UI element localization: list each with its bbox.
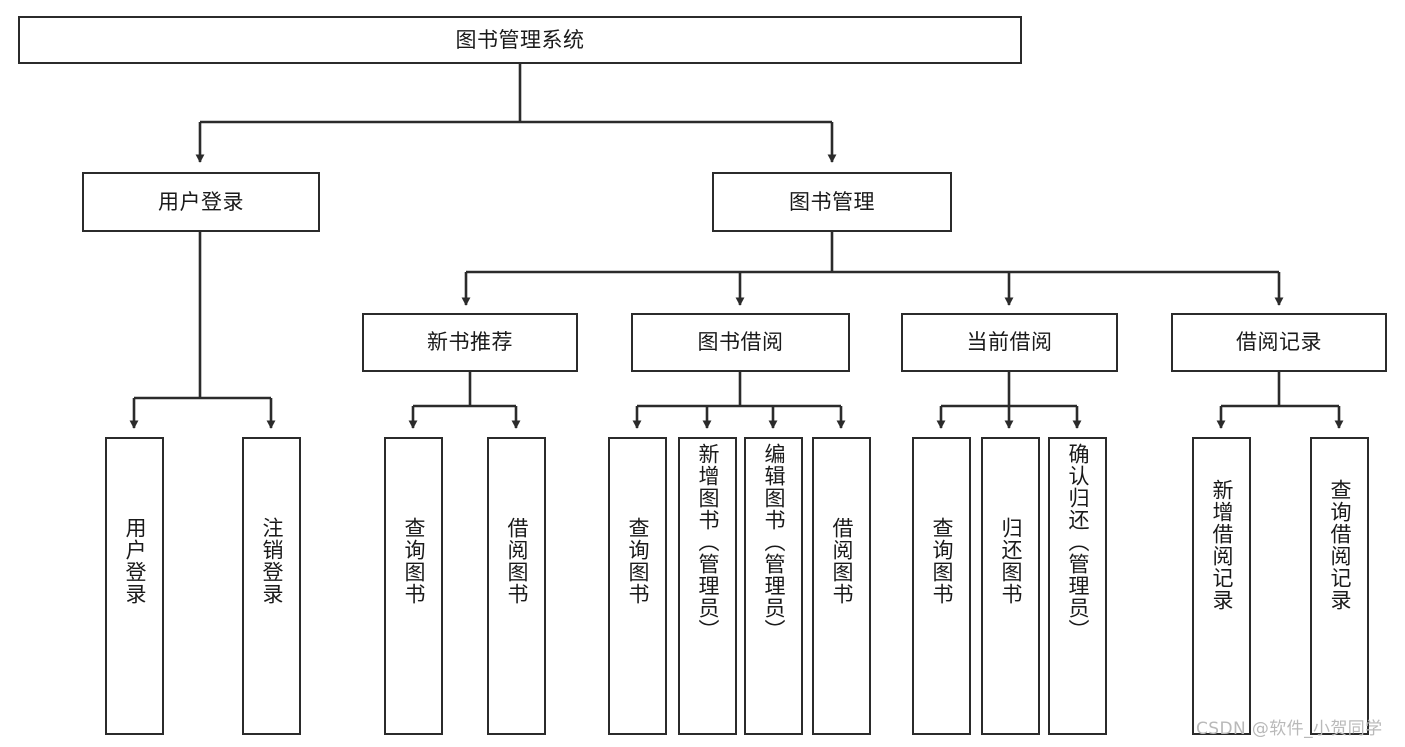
node-label: 当前借阅 xyxy=(966,330,1053,355)
leaf-add-book-admin[interactable]: 新增图书（管理员） xyxy=(678,437,737,735)
node-book-borrow[interactable]: 图书借阅 xyxy=(631,313,850,372)
node-label: 新增借阅记录 xyxy=(1210,479,1234,611)
node-label: 确认归还（管理员） xyxy=(1066,443,1090,641)
leaf-confirm-return-admin[interactable]: 确认归还（管理员） xyxy=(1048,437,1107,735)
node-label: 查询图书 xyxy=(402,517,426,605)
node-label: 借阅记录 xyxy=(1236,330,1322,355)
node-label: 用户登录 xyxy=(158,189,244,214)
node-label: 借阅图书 xyxy=(505,517,529,605)
node-label: 查询图书 xyxy=(626,517,650,605)
csdn-watermark: CSDN @软件_小贺同学 xyxy=(1196,719,1383,739)
node-label: 查询图书 xyxy=(930,517,954,605)
leaf-query-borrow-record[interactable]: 查询借阅记录 xyxy=(1310,437,1369,735)
leaf-edit-book-admin[interactable]: 编辑图书（管理员） xyxy=(744,437,803,735)
node-book-manage[interactable]: 图书管理 xyxy=(712,172,952,232)
leaf-user-login[interactable]: 用户登录 xyxy=(105,437,164,735)
node-new-book-recommend[interactable]: 新书推荐 xyxy=(362,313,578,372)
node-current-borrow[interactable]: 当前借阅 xyxy=(901,313,1118,372)
node-label: 图书管理系统 xyxy=(455,27,585,52)
node-label: 查询借阅记录 xyxy=(1328,479,1352,611)
node-label: 新增图书（管理员） xyxy=(696,443,720,641)
leaf-borrow-book-1[interactable]: 借阅图书 xyxy=(487,437,546,735)
leaf-user-logout[interactable]: 注销登录 xyxy=(242,437,301,735)
leaf-query-book-1[interactable]: 查询图书 xyxy=(384,437,443,735)
node-label: 归还图书 xyxy=(999,517,1023,605)
leaf-query-book-3[interactable]: 查询图书 xyxy=(912,437,971,735)
leaf-query-book-2[interactable]: 查询图书 xyxy=(608,437,667,735)
node-label: 用户登录 xyxy=(123,517,147,605)
leaf-return-book[interactable]: 归还图书 xyxy=(981,437,1040,735)
leaf-add-borrow-record[interactable]: 新增借阅记录 xyxy=(1192,437,1251,735)
node-borrow-record[interactable]: 借阅记录 xyxy=(1171,313,1387,372)
node-label: 图书借阅 xyxy=(697,330,784,355)
node-root-system[interactable]: 图书管理系统 xyxy=(18,16,1022,64)
node-label: 编辑图书（管理员） xyxy=(762,443,786,641)
node-label: 借阅图书 xyxy=(830,517,854,605)
leaf-borrow-book-2[interactable]: 借阅图书 xyxy=(812,437,871,735)
node-label: 注销登录 xyxy=(260,517,284,605)
node-label: 新书推荐 xyxy=(427,330,513,355)
node-label: 图书管理 xyxy=(789,189,875,214)
node-user-login[interactable]: 用户登录 xyxy=(82,172,320,232)
